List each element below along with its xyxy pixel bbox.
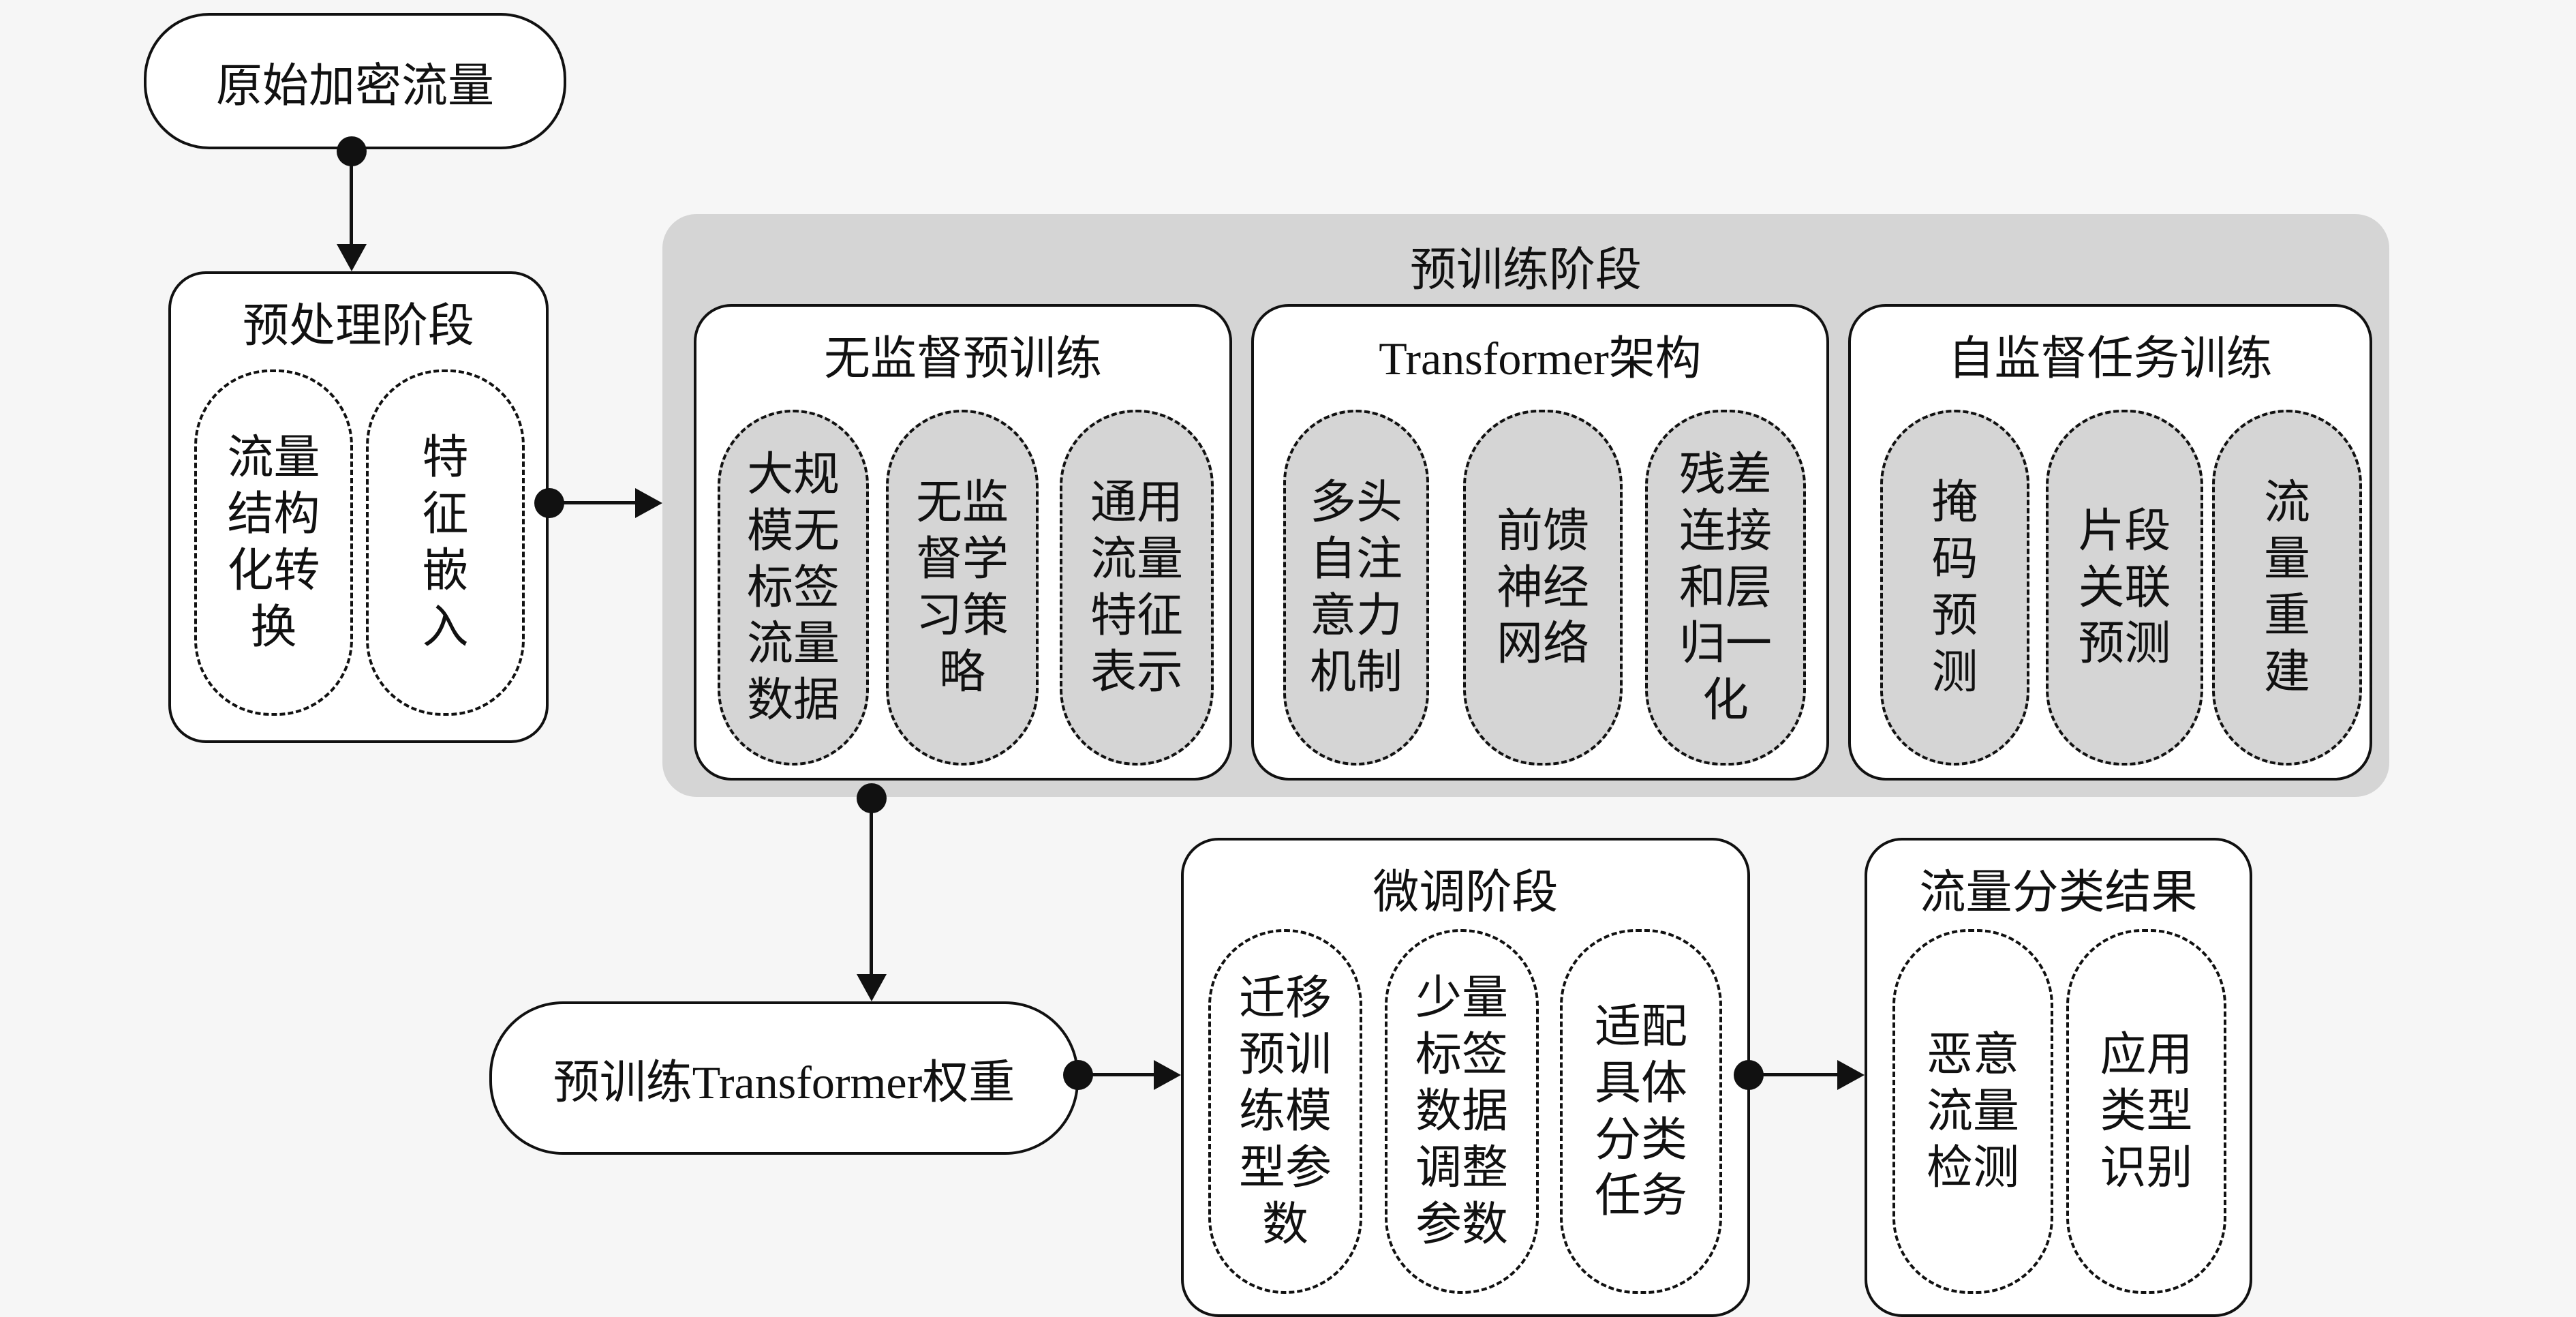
box-classification-result-title: 流量分类结果: [1919, 866, 2198, 918]
connector-line-weights-to-finetune: [1078, 1073, 1156, 1076]
pill-transfer-pretrained-params-label: 迁移 预训 练模 型参 数: [1238, 972, 1332, 1250]
pill-malicious-traffic-detection-label: 恶意 流量 检测: [1926, 1029, 2019, 1194]
connector-line-pretrain-to-weights: [870, 798, 873, 976]
pill-multi-head-self-attention-label: 多头 自注 意力 机制: [1309, 476, 1402, 698]
pill-masked-prediction-label: 掩 码 预 测: [1931, 476, 1978, 698]
pill-unsupervised-learning-strategy-label: 无监 督学 习策 略: [915, 476, 1009, 698]
arrowhead-preprocess-to-pretrain: [635, 488, 662, 518]
pill-general-traffic-representation: 通用 流量 特征 表示: [1060, 410, 1214, 766]
pill-traffic-reconstruction: 流 量 重 建: [2212, 410, 2362, 766]
pill-segment-correlation-prediction-label: 片段 关联 预测: [2078, 504, 2171, 670]
pill-few-label-tuning-label: 少量 标签 数据 调整 参数: [1415, 972, 1508, 1250]
pill-large-scale-unlabeled-data: 大规 模无 标签 流量 数据: [718, 410, 869, 766]
node-raw-encrypted-traffic: 原始加密流量: [144, 13, 566, 149]
pill-traffic-reconstruction-label: 流 量 重 建: [2263, 476, 2310, 698]
pill-general-traffic-representation-label: 通用 流量 特征 表示: [1090, 476, 1183, 698]
pill-application-type-recognition-label: 应用 类型 识别: [2100, 1029, 2193, 1194]
pill-transfer-pretrained-params: 迁移 预训 练模 型参 数: [1208, 929, 1362, 1294]
box-preprocess-stage: 预处理阶段 流量 结构 化转 换 特 征 嵌 入: [168, 271, 549, 743]
box-preprocess-title: 预处理阶段: [242, 300, 474, 352]
pill-adapt-classification-task: 适配 具体 分类 任务: [1560, 929, 1722, 1294]
arrowhead-raw-to-preprocess: [337, 244, 367, 271]
node-pretrained-transformer-weights-label: 预训练Transformer权重: [553, 1057, 1015, 1108]
connector-line-finetune-to-result: [1749, 1073, 1839, 1076]
node-pretrained-transformer-weights: 预训练Transformer权重: [489, 1001, 1079, 1155]
pill-residual-layernorm: 残差 连接 和层 归一 化: [1645, 410, 1806, 766]
box-finetune-title: 微调阶段: [1373, 866, 1559, 918]
pill-feature-embedding-label: 特 征 嵌 入: [422, 432, 469, 653]
box-finetune-stage: 微调阶段 迁移 预训 练模 型参 数 少量 标签 数据 调整 参数 适配 具体 …: [1181, 838, 1750, 1317]
arrowhead-weights-to-finetune: [1154, 1060, 1181, 1090]
pill-malicious-traffic-detection: 恶意 流量 检测: [1892, 929, 2053, 1294]
pill-traffic-structuring: 流量 结构 化转 换: [194, 369, 353, 716]
box-transformer-architecture: Transformer架构 多头 自注 意力 机制 前馈 神经 网络 残差 连接…: [1251, 304, 1829, 781]
pill-segment-correlation-prediction: 片段 关联 预测: [2046, 410, 2203, 766]
box-unsupervised-pretraining-title: 无监督预训练: [823, 333, 1102, 384]
pill-residual-layernorm-label: 残差 连接 和层 归一 化: [1678, 448, 1772, 727]
pill-traffic-structuring-label: 流量 结构 化转 换: [227, 432, 320, 653]
arrowhead-finetune-to-result: [1837, 1060, 1865, 1090]
box-self-supervised-task-training-title: 自监督任务训练: [1948, 333, 2273, 384]
pill-multi-head-self-attention: 多头 自注 意力 机制: [1283, 410, 1429, 766]
pill-adapt-classification-task-label: 适配 具体 分类 任务: [1594, 1000, 1687, 1222]
box-self-supervised-task-training: 自监督任务训练 掩 码 预 测 片段 关联 预测 流 量 重 建: [1848, 304, 2372, 781]
pill-unsupervised-learning-strategy: 无监 督学 习策 略: [886, 410, 1039, 766]
box-transformer-architecture-title: Transformer架构: [1379, 333, 1702, 384]
connector-line-preprocess-to-pretrain: [549, 501, 637, 504]
connector-line-raw-to-preprocess: [350, 151, 353, 247]
pill-feature-embedding: 特 征 嵌 入: [366, 369, 525, 716]
container-pretrain-title: 预训练阶段: [1409, 244, 1642, 296]
container-pretrain-stage: 预训练阶段 无监督预训练 大规 模无 标签 流量 数据 无监 督学 习策 略 通…: [662, 214, 2389, 797]
pill-application-type-recognition: 应用 类型 识别: [2066, 929, 2226, 1294]
pill-large-scale-unlabeled-data-label: 大规 模无 标签 流量 数据: [746, 448, 840, 727]
arrowhead-pretrain-to-weights: [857, 974, 887, 1001]
box-unsupervised-pretraining: 无监督预训练 大规 模无 标签 流量 数据 无监 督学 习策 略 通用 流量 特…: [694, 304, 1232, 781]
box-classification-result: 流量分类结果 恶意 流量 检测 应用 类型 识别: [1865, 838, 2252, 1317]
pill-feedforward-network-label: 前馈 神经 网络: [1496, 504, 1589, 670]
node-raw-encrypted-traffic-label: 原始加密流量: [215, 59, 494, 112]
pill-masked-prediction: 掩 码 预 测: [1880, 410, 2029, 766]
pill-feedforward-network: 前馈 神经 网络: [1463, 410, 1623, 766]
pill-few-label-tuning: 少量 标签 数据 调整 参数: [1385, 929, 1539, 1294]
